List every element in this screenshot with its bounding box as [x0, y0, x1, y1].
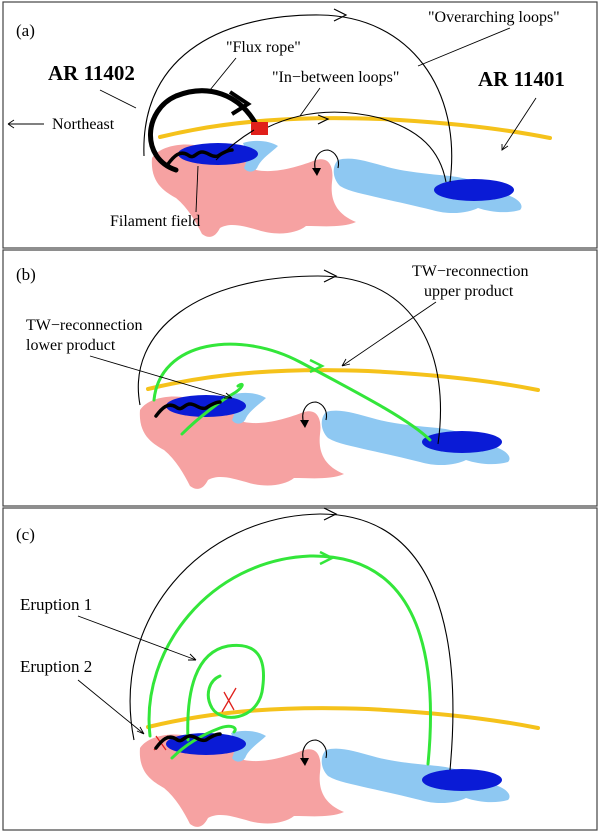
tw-upper-label-2: upper product — [424, 283, 514, 300]
reconnection-site — [251, 122, 268, 135]
eruption-lower-product — [170, 724, 237, 760]
overarching-loops-label: "Overarching loops" — [428, 9, 560, 26]
reconnection-x-upper — [221, 687, 237, 713]
panel-c-frame — [2, 507, 598, 831]
eruption-outer-loop — [147, 554, 432, 766]
overarching-loop-c — [129, 513, 454, 771]
in-between-loops-label: "In−between loops" — [272, 69, 399, 86]
in-between-arrow — [317, 114, 330, 125]
flux-rope-label: "Flux rope" — [226, 39, 301, 56]
tw-lower-label-2: lower product — [26, 337, 116, 354]
panel-b-tag: (b) — [16, 265, 36, 284]
filament-field-label: Filament field — [110, 213, 200, 230]
panel-a: (a) AR 11402 AR 11401 Northeast "Flux ro… — [2, 1, 598, 249]
panel-c: (c) Eruption 1 Eruption 2 — [2, 507, 598, 831]
panel-a-background — [149, 116, 552, 239]
flux-rope-arrow — [228, 90, 252, 116]
flux-rope — [148, 88, 261, 173]
eruption-1-label: Eruption 1 — [20, 595, 92, 614]
northeast-label: Northeast — [52, 116, 115, 133]
panel-c-tag: (c) — [16, 525, 35, 544]
tw-lower-product — [180, 382, 244, 436]
panel-b-background — [137, 368, 540, 491]
panel-b: (b) TW−reconnection upper product TW−rec… — [2, 249, 598, 507]
panel-b-frame — [2, 249, 598, 507]
tw-lower-label-1: TW−reconnection — [26, 317, 143, 334]
eruption-2-label: Eruption 2 — [20, 657, 92, 676]
tw-upper-product — [152, 342, 432, 442]
tw-upper-label-1: TW−reconnection — [412, 263, 529, 280]
panel-a-tag: (a) — [16, 21, 35, 40]
overarching-loop-b — [137, 275, 441, 445]
in-between-loop — [261, 111, 447, 183]
panel-c-background — [137, 706, 540, 829]
overarching-loop-arrow — [333, 8, 348, 22]
ar-11401-label: AR 11401 — [478, 67, 565, 91]
overarching-loop — [143, 14, 453, 183]
panel-a-frame — [2, 1, 598, 249]
eruption-inner-loop — [186, 643, 265, 742]
ar-11402-label: AR 11402 — [48, 61, 135, 85]
